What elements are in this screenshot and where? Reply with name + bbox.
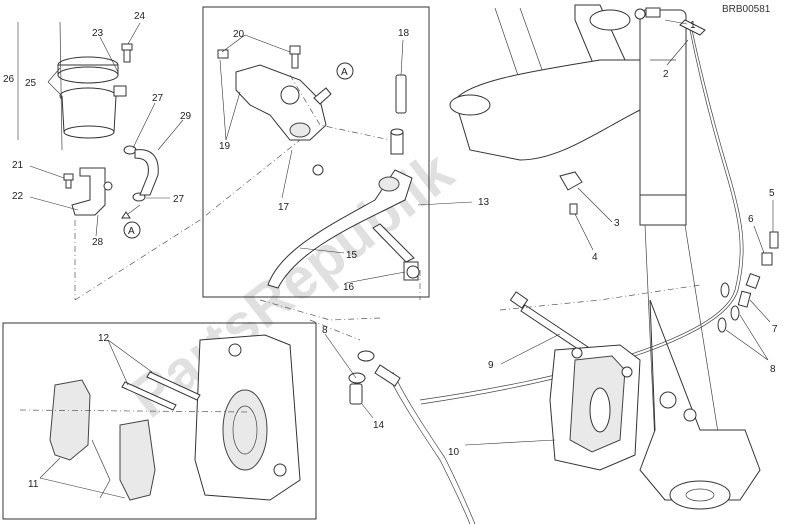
callout-8-center: 8 <box>322 325 328 336</box>
callout-26: 26 <box>3 74 15 85</box>
callout-16: 16 <box>343 282 355 293</box>
callout-27-top: 27 <box>152 93 164 104</box>
callout-4: 4 <box>592 252 598 263</box>
callout-27-bottom: 27 <box>173 194 185 205</box>
lever-assembly-frame <box>202 6 430 298</box>
callout-5: 5 <box>769 188 775 199</box>
callout-15: 15 <box>346 250 358 261</box>
part-8-14-banjo-center <box>348 350 401 405</box>
callout-23: 23 <box>92 28 104 39</box>
arrow-a-left: A <box>121 204 141 239</box>
part-11-brake-pads <box>49 379 156 501</box>
leader-lines <box>29 19 774 499</box>
part-29-reservoir-hose <box>134 149 159 196</box>
brake-hose-center <box>387 374 471 524</box>
arrow-a-lever: A <box>336 62 354 80</box>
part-24-screw <box>121 43 133 63</box>
part-10-brake-caliper <box>549 344 641 471</box>
svg-text:A: A <box>128 226 135 237</box>
callout-8-right: 8 <box>770 364 776 375</box>
callout-2: 2 <box>663 69 669 80</box>
callout-1: 1 <box>690 20 696 31</box>
callout-12: 12 <box>98 333 110 344</box>
callout-10: 10 <box>448 447 460 458</box>
front-fork <box>449 4 761 510</box>
part-17-bushing <box>312 128 404 176</box>
callout-19: 19 <box>219 141 231 152</box>
callout-14: 14 <box>373 420 385 431</box>
assembly-lines <box>19 74 701 413</box>
part-18-pin <box>395 74 407 114</box>
callout-17: 17 <box>278 202 290 213</box>
callout-13: 13 <box>478 197 490 208</box>
callout-22: 22 <box>12 191 24 202</box>
callout-3: 3 <box>614 218 620 229</box>
brake-pad-inset-frame <box>2 322 317 520</box>
part-15-brake-lever <box>267 169 413 289</box>
callout-20: 20 <box>233 29 245 40</box>
banjo-fitting-right <box>717 231 779 333</box>
svg-text:A: A <box>341 67 348 78</box>
callout-29: 29 <box>180 111 192 122</box>
callout-7: 7 <box>772 324 778 335</box>
callout-25: 25 <box>25 78 37 89</box>
part-25-reservoir-body <box>59 85 127 139</box>
part-3-hose-guide <box>559 171 583 215</box>
callout-28: 28 <box>92 237 104 248</box>
callout-11: 11 <box>28 479 39 490</box>
part-20-master-cylinder <box>217 45 332 141</box>
callout-6: 6 <box>748 214 754 225</box>
callout-18: 18 <box>398 28 410 39</box>
callout-24: 24 <box>134 11 146 22</box>
inset-caliper <box>194 334 301 501</box>
part-12-pad-pins <box>121 371 201 411</box>
drawing-code: BRB00581 <box>722 4 771 15</box>
callout-21: 21 <box>12 160 24 171</box>
part-25-dipstick <box>59 21 63 151</box>
part-23-reservoir-cap <box>57 56 119 84</box>
part-21-screw <box>63 173 74 189</box>
part-22-bracket <box>71 167 113 216</box>
callouts: 1 2 3 4 5 6 7 8 8 9 10 11 12 13 14 15 16… <box>3 11 778 490</box>
part-13-16-adjuster <box>372 223 420 281</box>
callout-9: 9 <box>488 360 494 371</box>
